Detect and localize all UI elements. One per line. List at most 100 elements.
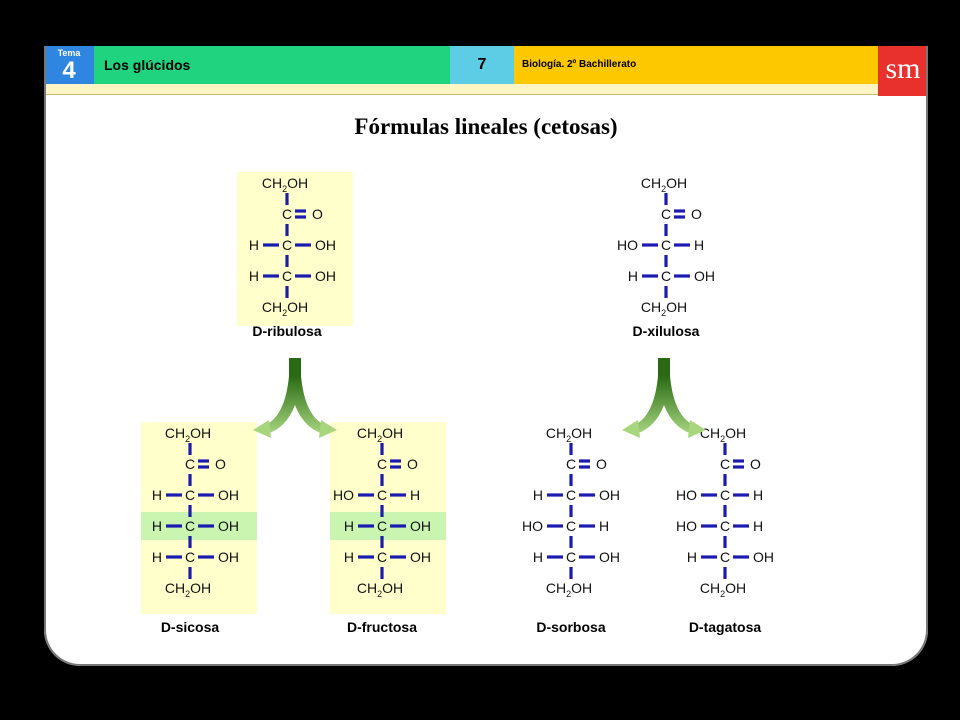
substituent-right: OH <box>315 268 336 284</box>
terminal-ch2oh-top: CH2OH <box>165 425 211 444</box>
arrow-left-head <box>622 420 640 438</box>
chiral-carbon: C <box>566 518 576 534</box>
tema-label: Tema <box>57 48 81 58</box>
terminal-ch2oh-bottom: CH2OH <box>641 299 687 318</box>
terminal-ch2oh-bottom: CH2OH <box>165 580 211 599</box>
substituent-left: H <box>533 549 543 565</box>
arrow-right-branch <box>289 376 327 434</box>
substituent-left: H <box>628 268 638 284</box>
carbonyl-carbon: C <box>377 456 387 472</box>
carbonyl-oxygen: O <box>596 456 607 472</box>
arrow-left-head <box>253 420 271 438</box>
substituent-right: H <box>753 518 763 534</box>
page-title: Fórmulas lineales (cetosas) <box>354 114 618 139</box>
molecule-d-ribulosa: CH2OH C O C H OH C H OH CH2OH D-ribulosa <box>249 175 336 339</box>
substituent-left: HO <box>676 487 697 503</box>
arrow-right-branch <box>658 376 696 434</box>
unit-title: Los glúcidos <box>94 46 450 84</box>
substituent-left: H <box>249 237 259 253</box>
chiral-carbon: C <box>377 549 387 565</box>
substituent-right: H <box>694 237 704 253</box>
slide: Tema 4 Los glúcidos 7 Biología. 2º Bachi… <box>44 46 928 666</box>
terminal-ch2oh-bottom: CH2OH <box>262 299 308 318</box>
molecule-name: D-xilulosa <box>633 323 700 339</box>
terminal-ch2oh-top: CH2OH <box>641 175 687 194</box>
substituent-right: OH <box>218 518 239 534</box>
highlight-row <box>330 512 446 540</box>
chiral-carbon: C <box>185 487 195 503</box>
molecule-name: D-sicosa <box>161 619 220 635</box>
substituent-left: HO <box>522 518 543 534</box>
arrow-xilulosa-derivation <box>622 358 706 438</box>
substituent-left: H <box>152 549 162 565</box>
chiral-carbon: C <box>282 268 292 284</box>
substituent-right: H <box>753 487 763 503</box>
arrow-stem <box>289 358 301 380</box>
carbonyl-carbon: C <box>566 456 576 472</box>
terminal-ch2oh-bottom: CH2OH <box>700 580 746 599</box>
sm-logo: sm <box>878 46 928 96</box>
chiral-carbon: C <box>661 237 671 253</box>
substituent-left: H <box>344 518 354 534</box>
molecule-name: D-tagatosa <box>689 619 762 635</box>
substituent-right: H <box>410 487 420 503</box>
substituent-left: H <box>687 549 697 565</box>
substituent-left: H <box>249 268 259 284</box>
substituent-right: OH <box>315 237 336 253</box>
substituent-left: H <box>533 487 543 503</box>
carbonyl-carbon: C <box>185 456 195 472</box>
carbonyl-oxygen: O <box>750 456 761 472</box>
molecule-name: D-fructosa <box>347 619 417 635</box>
chiral-carbon: C <box>377 487 387 503</box>
substituent-right: OH <box>753 549 774 565</box>
substituent-left: HO <box>333 487 354 503</box>
carbonyl-oxygen: O <box>407 456 418 472</box>
chiral-carbon: C <box>661 268 671 284</box>
substituent-right: OH <box>218 549 239 565</box>
carbonyl-oxygen: O <box>691 206 702 222</box>
chiral-carbon: C <box>720 518 730 534</box>
arrow-right-head <box>319 420 337 438</box>
molecule-panel <box>237 172 353 326</box>
terminal-ch2oh-top: CH2OH <box>262 175 308 194</box>
substituent-right: OH <box>410 549 431 565</box>
terminal-ch2oh-top: CH2OH <box>357 425 403 444</box>
chiral-carbon: C <box>185 549 195 565</box>
substituent-left: H <box>152 518 162 534</box>
carbonyl-carbon: C <box>720 456 730 472</box>
tema-badge: Tema 4 <box>44 46 94 84</box>
terminal-ch2oh-top: CH2OH <box>700 425 746 444</box>
substituent-right: OH <box>410 518 431 534</box>
terminal-ch2oh-bottom: CH2OH <box>357 580 403 599</box>
chiral-carbon: C <box>720 487 730 503</box>
molecule-name: D-ribulosa <box>252 323 321 339</box>
chiral-carbon: C <box>720 549 730 565</box>
substituent-left: H <box>344 549 354 565</box>
course-label: Biología. 2º Bachillerato <box>514 46 878 84</box>
tema-number: 4 <box>62 57 76 84</box>
chiral-carbon: C <box>566 487 576 503</box>
arrow-right-head <box>688 420 706 438</box>
carbonyl-oxygen: O <box>215 456 226 472</box>
molecule-name: D-sorbosa <box>536 619 605 635</box>
chiral-carbon: C <box>377 518 387 534</box>
carbonyl-carbon: C <box>282 206 292 222</box>
substituent-right: OH <box>599 487 620 503</box>
substituent-right: OH <box>694 268 715 284</box>
substituent-left: H <box>152 487 162 503</box>
chiral-carbon: C <box>282 237 292 253</box>
substituent-right: OH <box>218 487 239 503</box>
terminal-ch2oh-bottom: CH2OH <box>546 580 592 599</box>
terminal-ch2oh-top: CH2OH <box>546 425 592 444</box>
slide-number: 7 <box>450 46 514 84</box>
chiral-carbon: C <box>566 549 576 565</box>
carbonyl-carbon: C <box>661 206 671 222</box>
arrow-ribulosa-derivation <box>253 358 337 438</box>
substituent-right: H <box>599 518 609 534</box>
carbonyl-oxygen: O <box>312 206 323 222</box>
